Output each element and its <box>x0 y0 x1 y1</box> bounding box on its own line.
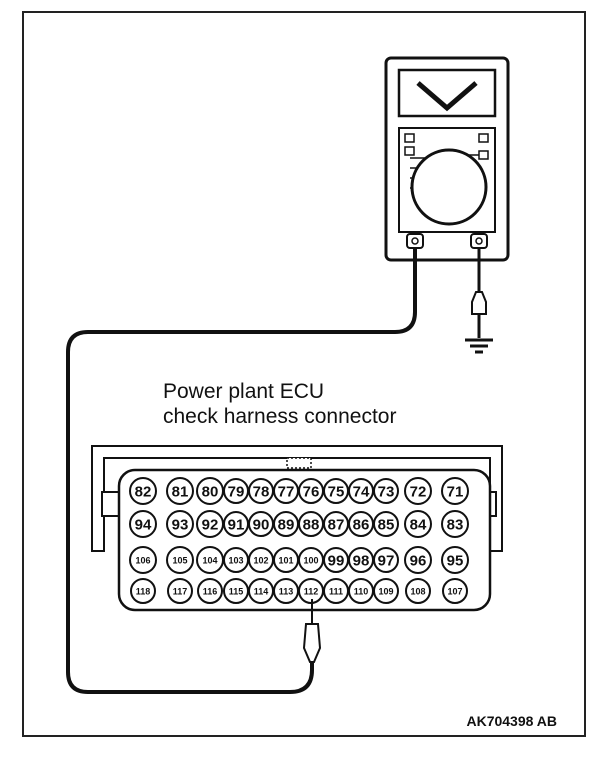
connector-pin-label: 110 <box>354 587 369 597</box>
connector-pin-label: 118 <box>136 587 151 597</box>
connector-pin-label: 79 <box>228 484 245 501</box>
connector-pin-107 <box>442 578 468 604</box>
connector-pins: 82 81 80 79 78 77 76 75 74 73 72 71 94 93 92 91 90 89 88 87… <box>129 477 469 604</box>
connector-pin-label: 113 <box>279 587 294 597</box>
connector-pin-93 <box>166 510 194 538</box>
connector-pin-label: 100 <box>303 556 318 566</box>
connector-pin-label: 99 <box>328 553 345 570</box>
connector-pin-label: 105 <box>172 556 187 566</box>
connector-pin-109 <box>373 578 399 604</box>
connector-pin-label: 109 <box>378 587 393 597</box>
connector-pin-106 <box>129 546 157 574</box>
connector-pin-label: 88 <box>303 517 320 534</box>
connector-pin-94 <box>129 510 157 538</box>
connector-pin-108 <box>405 578 431 604</box>
test-probe-icon <box>302 599 322 663</box>
connector-key <box>286 457 312 469</box>
connector-pin-label: 112 <box>304 587 319 597</box>
connector-pin-label: 77 <box>278 484 295 501</box>
connector-pin-84 <box>404 510 432 538</box>
connector-pin-label: 71 <box>447 484 464 501</box>
multimeter-icon <box>384 56 510 262</box>
connector-pin-label: 106 <box>135 556 150 566</box>
connector-pin-label: 107 <box>447 587 462 597</box>
connector-pin-label: 73 <box>378 484 395 501</box>
connector-pin-label: 98 <box>353 553 370 570</box>
connector-pin-label: 89 <box>278 517 295 534</box>
ground-symbol-icon <box>465 338 493 354</box>
connector-face <box>117 468 492 612</box>
connector-pin-label: 104 <box>202 556 217 566</box>
connector-latch-left <box>101 491 121 517</box>
connector-pin-label: 115 <box>229 587 244 597</box>
connector-pin-label: 86 <box>353 517 370 534</box>
connector-pin-label: 117 <box>173 587 188 597</box>
connector-pin-label: 96 <box>410 553 427 570</box>
connector-pin-label: 84 <box>410 517 427 534</box>
connector-pin-label: 78 <box>253 484 270 501</box>
connector-pin-label: 80 <box>202 484 219 501</box>
connector-pin-73 <box>373 478 399 504</box>
connector-pin-label: 75 <box>328 484 345 501</box>
connector-pin-label: 108 <box>410 587 425 597</box>
connector-pin-label: 111 <box>329 587 343 597</box>
connector-pin-label: 87 <box>328 517 345 534</box>
meter-jack-right <box>470 233 488 249</box>
connector-pin-label: 93 <box>172 517 189 534</box>
connector-pin-label: 116 <box>203 587 218 597</box>
connector-pin-85 <box>373 511 399 537</box>
connector-pin-label: 85 <box>378 517 395 534</box>
connector-pin-83 <box>441 510 469 538</box>
connector-pin-label: 94 <box>135 517 152 534</box>
connector-pin-96 <box>404 546 432 574</box>
outer-frame <box>22 11 586 737</box>
connector-pin-118 <box>130 578 156 604</box>
connector-pin-label: 76 <box>303 484 320 501</box>
connector-pin-105 <box>166 546 194 574</box>
connector-pin-label: 90 <box>253 517 270 534</box>
ecu-connector: 82 81 80 79 78 77 76 75 74 73 72 71 94 93 92 91 90 89 88 87… <box>91 445 503 612</box>
connector-pin-label: 82 <box>135 484 152 501</box>
connector-shell <box>91 445 503 552</box>
connector-pin-label: 92 <box>202 517 219 534</box>
connector-pin-label: 83 <box>447 517 464 534</box>
connector-pin-72 <box>404 477 432 505</box>
connector-caption-line1: Power plant ECU <box>163 380 324 403</box>
connector-pin-71 <box>441 477 469 505</box>
reference-code: AK704398 AB <box>466 713 557 729</box>
connector-pin-label: 101 <box>278 556 293 566</box>
connector-pin-97 <box>373 547 399 573</box>
volt-symbol-icon <box>416 81 478 112</box>
connector-pin-116 <box>197 578 223 604</box>
selector-dial <box>410 148 488 226</box>
connector-pin-label: 97 <box>378 553 395 570</box>
connector-pin-label: 72 <box>410 484 427 501</box>
ground-probe-icon <box>471 291 487 315</box>
test-lead-wire <box>66 248 417 694</box>
connector-pin-label: 91 <box>228 517 245 534</box>
meter-jack-left <box>406 233 424 249</box>
connector-pin-81 <box>166 477 194 505</box>
connector-pin-label: 74 <box>353 484 370 501</box>
connector-pin-label: 95 <box>447 553 464 570</box>
connector-pin-label: 102 <box>253 556 268 566</box>
connector-pin-117 <box>167 578 193 604</box>
connector-caption-line2: check harness connector <box>163 405 396 428</box>
connector-pin-95 <box>441 546 469 574</box>
connector-pin-label: 81 <box>172 484 189 501</box>
connector-pin-label: 114 <box>254 587 269 597</box>
connector-pin-82 <box>129 477 157 505</box>
ground-lead <box>471 248 487 338</box>
connector-pin-label: 103 <box>228 556 243 566</box>
